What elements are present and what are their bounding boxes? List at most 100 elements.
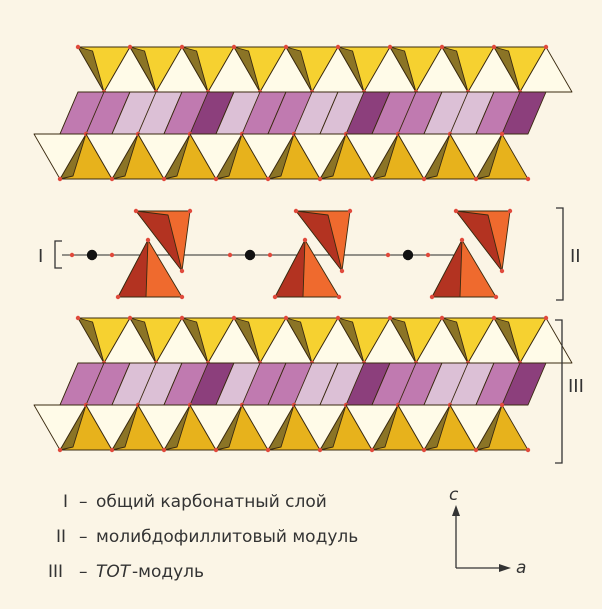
- oxygen-atom: [293, 208, 299, 214]
- tetrahedron-side: [493, 46, 521, 93]
- oxygen-atom: [429, 294, 435, 300]
- oxygen-atom: [75, 315, 81, 321]
- oxygen-atom: [161, 176, 167, 182]
- bracket-II: [556, 207, 564, 301]
- tot-module-bottom: [33, 315, 573, 453]
- oxygen-atom: [115, 294, 121, 300]
- tetrahedral-gap: [137, 133, 191, 180]
- carbon-atom: [402, 249, 414, 261]
- oxygen-atom: [283, 315, 289, 321]
- oxygen-atom: [272, 294, 278, 300]
- oxygen-atom: [335, 315, 341, 321]
- mo-tetrahedron-side: [295, 210, 343, 272]
- oxygen-atom: [179, 268, 185, 274]
- tetrahedron-side: [181, 46, 209, 93]
- tetrahedron-side: [337, 317, 365, 364]
- oxygen-atom: [543, 44, 549, 50]
- tetrahedron-side: [389, 46, 417, 93]
- oxygen-atom: [231, 44, 237, 50]
- oxygen-atom: [145, 237, 151, 243]
- oxygen-atom: [267, 252, 273, 258]
- oxygen-atom: [109, 252, 115, 258]
- oxygen-atom: [109, 176, 115, 182]
- oxygen-atom: [459, 237, 465, 243]
- oxygen-atom: [439, 315, 445, 321]
- oxygen-atom: [369, 447, 375, 453]
- tetrahedron-side: [493, 317, 521, 364]
- oxygen-atom: [161, 447, 167, 453]
- oxygen-atom: [499, 268, 505, 274]
- oxygen-atom: [493, 294, 499, 300]
- tetrahedron-side: [129, 317, 157, 364]
- mo-tetrahedron-side: [135, 210, 183, 272]
- tetrahedron-side: [129, 46, 157, 93]
- mo-tetrahedron-side: [455, 210, 503, 272]
- a-axis-arrow: [499, 564, 511, 572]
- legend-numeral: III: [48, 562, 63, 582]
- oxygen-atom: [369, 176, 375, 182]
- oxygen-atom: [499, 131, 505, 137]
- mo-tetrahedron-side: [431, 239, 463, 298]
- oxygen-atom: [283, 44, 289, 50]
- legend-dash: –: [79, 527, 88, 547]
- oxygen-atom: [473, 447, 479, 453]
- legend-numeral: II: [56, 527, 66, 547]
- oxygen-atom: [187, 208, 193, 214]
- legend-item-I: I – общий карбонатный слой: [63, 492, 327, 512]
- legend-numeral: I: [63, 492, 68, 512]
- oxygen-atom: [339, 268, 345, 274]
- tetrahedron-side: [181, 317, 209, 364]
- oxygen-atom: [127, 44, 133, 50]
- oxygen-atom: [525, 176, 531, 182]
- oxygen-atom: [336, 294, 342, 300]
- oxygen-atom: [421, 447, 427, 453]
- oxygen-atom: [425, 252, 431, 258]
- tetrahedral-gap: [293, 404, 347, 451]
- oxygen-atom: [347, 208, 353, 214]
- tetrahedral-gap: [397, 133, 451, 180]
- oxygen-atom: [543, 315, 549, 321]
- oxygen-atom: [525, 447, 531, 453]
- oxygen-atom: [213, 447, 219, 453]
- tetrahedral-gap: [241, 133, 295, 180]
- module-brackets: [54, 207, 564, 464]
- oxygen-atom: [473, 176, 479, 182]
- carbonate-molybdophyllite-layer: [62, 208, 513, 300]
- tetrahedral-gap: [345, 133, 399, 180]
- tetrahedron-side: [233, 317, 261, 364]
- legend-dash: –: [79, 562, 88, 582]
- oxygen-atom: [335, 44, 341, 50]
- a-axis-label: a: [516, 558, 526, 578]
- tetrahedron-side: [441, 317, 469, 364]
- tetrahedron-side: [389, 317, 417, 364]
- oxygen-atom: [317, 176, 323, 182]
- oxygen-atom: [75, 44, 81, 50]
- tetrahedral-gap: [137, 404, 191, 451]
- c-axis-label: c: [449, 485, 459, 505]
- tetrahedral-gap: [189, 404, 243, 451]
- legend-text: общий карбонатный слой: [96, 492, 327, 512]
- mo-tetrahedron-side: [274, 239, 306, 298]
- tetrahedral-gap: [85, 404, 139, 451]
- legend-italic-prefix: TOT: [96, 562, 132, 582]
- oxygen-atom: [453, 208, 459, 214]
- oxygen-atom: [385, 252, 391, 258]
- oxygen-atom: [127, 315, 133, 321]
- tetrahedral-gap: [449, 133, 503, 180]
- legend-text: -модуль: [132, 562, 204, 582]
- oxygen-atom: [421, 176, 427, 182]
- tetrahedral-gap: [85, 133, 139, 180]
- oxygen-atom: [491, 315, 497, 321]
- legend-item-III: III – TOT -модуль: [48, 562, 204, 582]
- tot-module-top: [33, 44, 573, 182]
- oxygen-atom: [499, 402, 505, 408]
- label-module-III: III: [568, 376, 584, 397]
- tetrahedral-gap: [241, 404, 295, 451]
- oxygen-atom: [69, 252, 75, 258]
- oxygen-atom: [179, 315, 185, 321]
- tetrahedron-side: [233, 46, 261, 93]
- tetrahedron-side: [441, 46, 469, 93]
- tetrahedral-gap: [345, 404, 399, 451]
